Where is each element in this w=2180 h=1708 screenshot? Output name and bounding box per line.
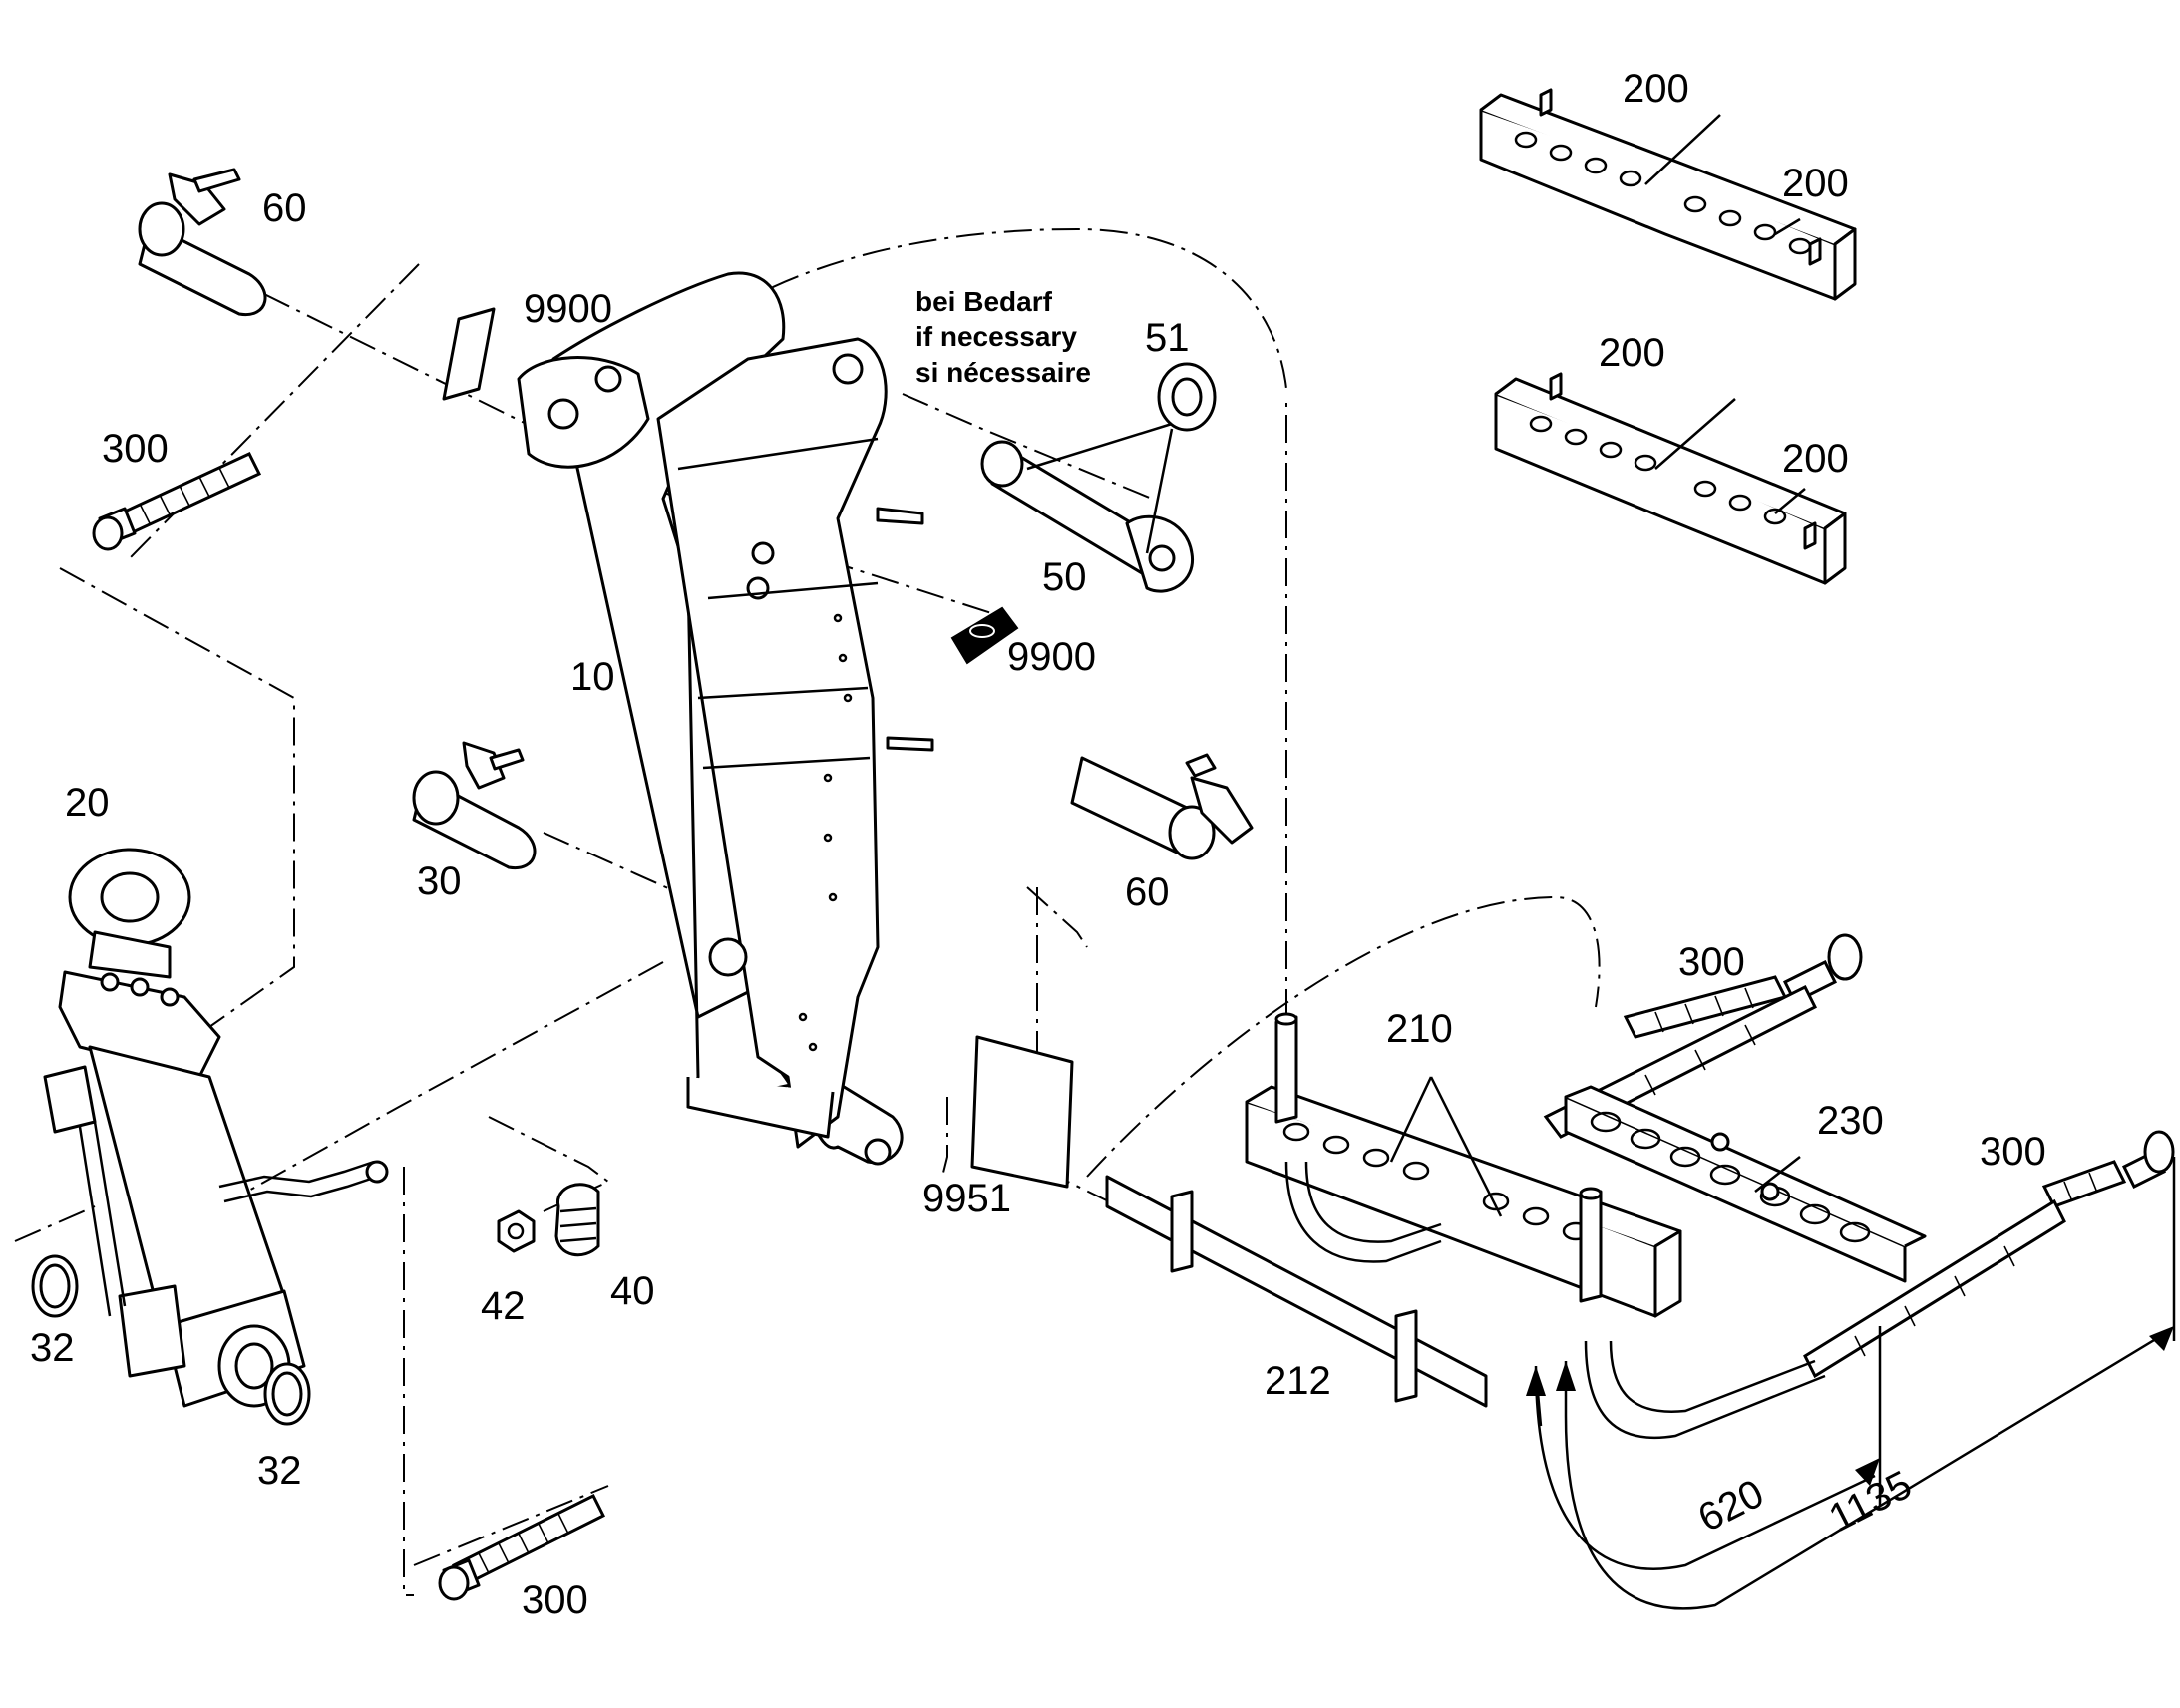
nut-42 [497,1209,536,1253]
clamp-strip-200-bottom-holes [1529,415,1787,525]
pin-30 [412,741,537,869]
callout-10: 10 [570,655,615,699]
pin-50 [980,440,1194,593]
decal-9900-top [442,307,496,401]
hose-300-far-right [2041,1130,2175,1208]
callout-20: 20 [65,781,110,825]
boom-holes [798,613,853,1052]
callout-300-top-left: 300 [102,427,169,471]
callout-51: 51 [1145,316,1190,360]
clamp-strip-230-holes [1590,1111,1871,1243]
plate-9951 [970,1035,1074,1189]
note-line-2: if necessary [915,321,1077,352]
pin-60-right [1070,753,1254,860]
callout-9900-black: 9900 [1007,635,1096,679]
clamp-40 [554,1183,600,1257]
callout-60-top: 60 [262,186,307,230]
pin-60-top [138,168,267,316]
callout-230: 230 [1817,1099,1884,1143]
callout-50: 50 [1042,555,1087,599]
callout-32-right: 32 [257,1449,302,1493]
callout-labels: 60 9900 300 51 50 9900 10 20 30 60 9951 … [30,67,2046,1622]
dimension-labels: 620 1135 [1691,1463,1919,1540]
leader-lines [1026,114,1806,1217]
note-line-3: si nécessaire [915,357,1091,388]
note-line-1: bei Bedarf [915,286,1053,317]
callout-40: 40 [610,1269,655,1313]
callout-300-far-right: 300 [1980,1130,2046,1174]
cylinder-20 [43,848,389,1408]
callout-30: 30 [417,859,462,903]
hose-300-bottom [438,1493,606,1601]
callout-300-mid-right: 300 [1678,940,1745,984]
washer-51 [1157,362,1217,432]
clamp-strip-200-top-holes [1514,131,1812,255]
clamp-strip-230 [1564,1085,1927,1283]
callout-212: 212 [1265,1359,1331,1403]
callout-32-left: 32 [30,1326,75,1370]
callout-200-c: 200 [1599,331,1665,375]
callout-200-a: 200 [1623,67,1689,111]
hose-300-top-left [92,452,262,551]
callout-9900-top: 9900 [524,287,612,331]
seal-32-left [31,1254,79,1318]
clamp-assembly-210 [1245,1012,1682,1318]
callout-200-b: 200 [1782,162,1849,205]
seal-32-right [263,1362,311,1426]
clamp-strip-200-top [1479,88,1857,301]
dimension-lines [1526,1157,2176,1610]
callout-42: 42 [481,1284,526,1328]
callout-60-right: 60 [1125,870,1170,914]
callout-300-bottom: 300 [522,1578,588,1622]
callout-210: 210 [1386,1007,1453,1051]
strap-212 [1105,1175,1488,1408]
callout-200-d: 200 [1782,437,1849,481]
clamp-strip-200-bottom [1494,372,1847,585]
boom-arm-10 [517,271,934,1166]
decal-9900-black [950,606,1019,665]
callout-9951: 9951 [922,1177,1011,1220]
note-if-necessary: bei Bedarf if necessary si nécessaire [915,286,1091,388]
